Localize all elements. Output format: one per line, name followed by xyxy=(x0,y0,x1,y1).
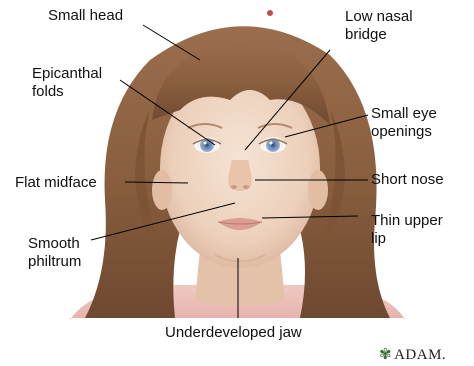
label-smooth-philtrum: Smooth philtrum xyxy=(28,235,81,271)
label-flat-midface: Flat midface xyxy=(15,174,97,192)
label-underdeveloped-jaw: Underdeveloped jaw xyxy=(165,324,302,342)
leaf-icon: ✾ xyxy=(379,347,392,363)
label-small-eye-openings: Small eye openings xyxy=(371,105,437,141)
label-low-nasal-bridge: Low nasal bridge xyxy=(345,8,413,44)
right-ear xyxy=(308,170,328,210)
label-short-nose: Short nose xyxy=(371,171,444,189)
label-small-head: Small head xyxy=(48,7,123,25)
label-thin-upper-lip: Thin upper lip xyxy=(371,212,443,248)
label-epicanthal-folds: Epicanthal folds xyxy=(32,65,102,101)
hair-clip xyxy=(267,10,273,16)
left-ear xyxy=(152,170,172,210)
adam-logo: ✾ADAM. xyxy=(379,345,446,364)
